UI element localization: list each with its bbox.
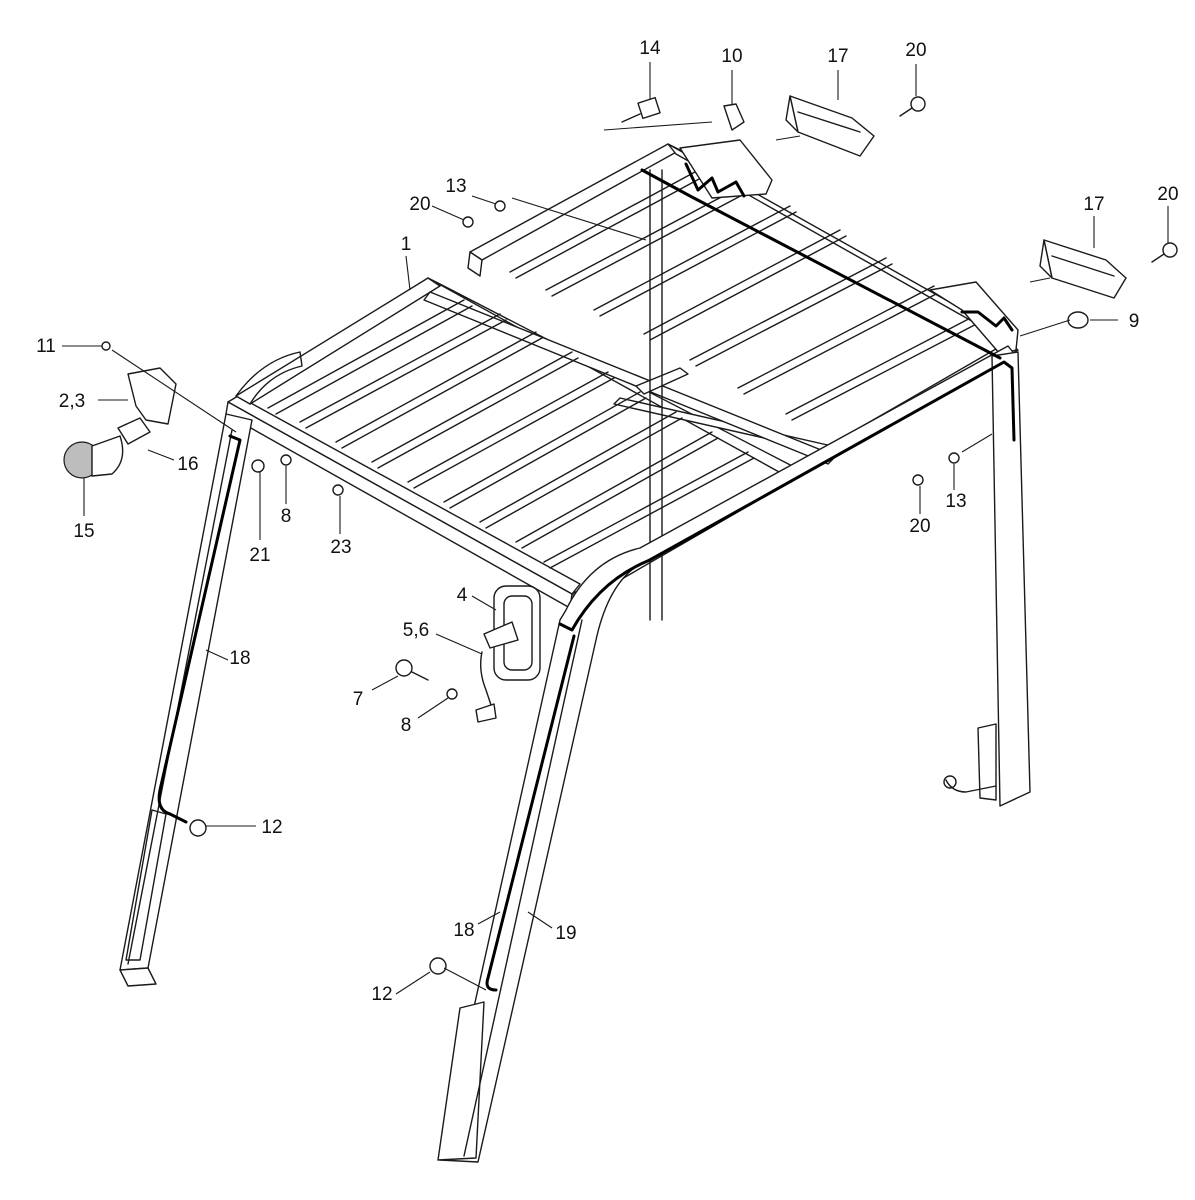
callout-labels: 14 10 17 20 13 20 1 17 20 9 11 2,3 16 15… — [36, 38, 1178, 1005]
callout-20-lower: 20 — [909, 516, 930, 537]
callout-18-left: 18 — [229, 648, 250, 669]
callout-7: 7 — [353, 689, 364, 710]
callout-2-3: 2,3 — [59, 391, 85, 412]
callout-17-upper: 17 — [827, 46, 848, 67]
callout-10: 10 — [721, 46, 742, 67]
leader-lines — [62, 62, 1169, 995]
callout-20-right: 20 — [1157, 184, 1178, 205]
callout-11: 11 — [36, 336, 56, 357]
front-left-pillar — [119, 413, 253, 987]
rear-right-post — [943, 351, 1031, 807]
callout-16: 16 — [177, 454, 198, 475]
callout-8-lower: 8 — [401, 715, 412, 736]
work-lamp-assembly — [63, 367, 177, 479]
wiring-harness — [157, 162, 1016, 992]
callout-20-left: 20 — [409, 194, 430, 215]
callout-13-right: 13 — [945, 491, 966, 512]
callout-5-6: 5,6 — [403, 620, 429, 641]
callout-12-lower: 12 — [371, 984, 392, 1005]
callout-19: 19 — [555, 923, 576, 944]
callout-21: 21 — [249, 545, 270, 566]
callout-1: 1 — [401, 234, 412, 255]
rear-lamp-upper — [785, 95, 875, 157]
callout-15: 15 — [73, 521, 94, 542]
callout-20-upper: 20 — [905, 40, 926, 61]
callout-12-upper: 12 — [261, 817, 282, 838]
callout-23: 23 — [330, 537, 351, 558]
callout-9: 9 — [1129, 311, 1140, 332]
callout-4: 4 — [457, 585, 468, 606]
hardware — [101, 96, 1178, 975]
callout-17-lower: 17 — [1083, 194, 1104, 215]
callout-13-upper: 13 — [445, 176, 466, 197]
rear-lamp-lower — [1039, 239, 1127, 299]
front-right-pillar — [437, 345, 1017, 1163]
callout-18-right: 18 — [453, 920, 474, 941]
mirror-assembly — [475, 585, 541, 723]
callout-8-upper: 8 — [281, 506, 292, 527]
callout-14: 14 — [639, 38, 661, 59]
